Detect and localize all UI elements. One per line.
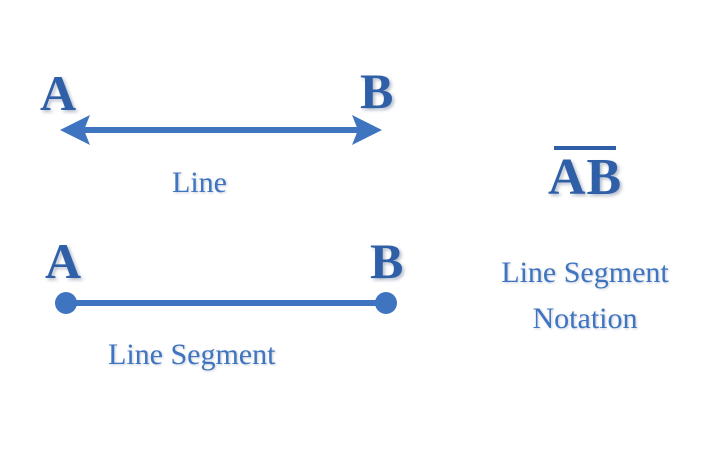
segment-point-b-label: B — [370, 233, 404, 289]
notation-overbar — [554, 146, 617, 150]
left-arrowhead — [60, 115, 90, 145]
right-arrowhead — [352, 115, 382, 145]
endpoint-a — [55, 292, 77, 314]
notation-caption: Line Segment Notation — [440, 250, 720, 342]
segment-notation: AB — [548, 146, 623, 206]
line-segment — [55, 292, 397, 314]
line-with-arrows — [60, 115, 382, 145]
notation-caption-line2: Notation — [532, 302, 638, 335]
segment-point-a-label: A — [45, 233, 82, 289]
segment-caption: Line Segment — [108, 338, 276, 371]
line-point-a-label: A — [40, 65, 77, 121]
notation-caption-line1: Line Segment — [501, 256, 669, 289]
line-point-b-label: B — [360, 63, 394, 119]
notation-symbol: AB — [548, 149, 623, 206]
line-caption: Line — [172, 166, 227, 199]
endpoint-b — [375, 292, 397, 314]
